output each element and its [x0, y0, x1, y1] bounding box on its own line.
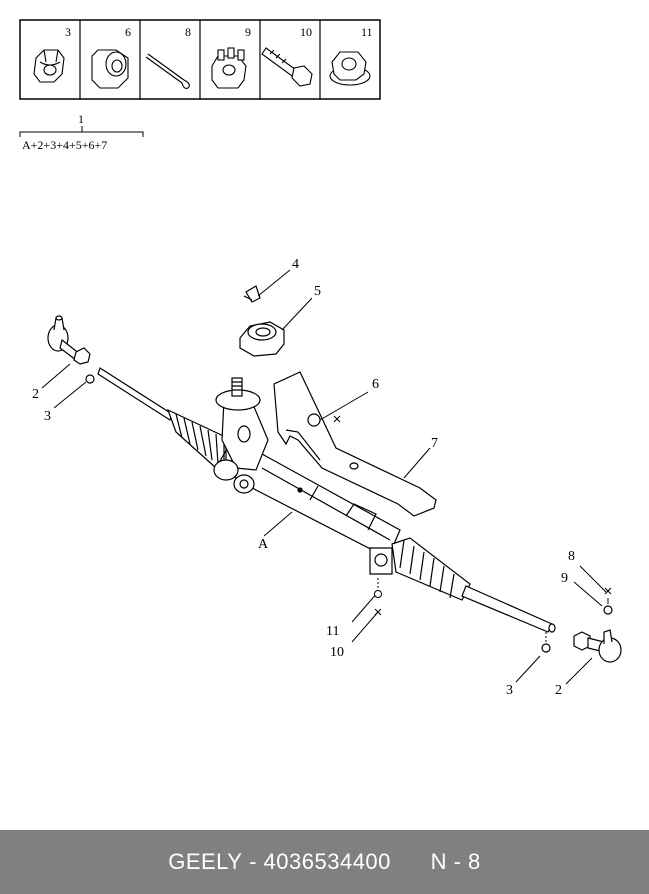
callout-A: A [258, 537, 269, 552]
bracket [273, 371, 437, 517]
assembly-number: 1 [78, 112, 84, 126]
right-slotted-nut-marker [603, 605, 613, 615]
footer-bar: GEELY - 4036534400 N - 8 [0, 830, 649, 894]
kit-number-3: 3 [65, 25, 71, 39]
callout-8: 8 [568, 549, 575, 564]
footer-brand: GEELY [168, 849, 243, 874]
sleeve-icon [91, 49, 129, 89]
right-tie-rod [461, 585, 553, 633]
steering-rack-exploded-diagram: 3 6 8 9 10 11 [19, 19, 622, 698]
callout-4: 4 [292, 257, 299, 272]
footer-part-number: 4036534400 [263, 849, 391, 874]
callout-6: 6 [372, 377, 379, 392]
footer-page-ref: N - 8 [430, 849, 481, 874]
kit-number-6: 6 [125, 25, 131, 39]
callout-5: 5 [314, 284, 321, 299]
mount-cushion [239, 321, 285, 357]
kit-parts-table: 3 6 8 9 10 11 [19, 19, 381, 152]
kit-number-11: 11 [361, 25, 373, 39]
assembly-formula: A+2+3+4+5+6+7 [22, 138, 107, 152]
callout-10: 10 [330, 645, 344, 660]
left-washer [85, 374, 95, 384]
cotter-pin-icon [145, 53, 190, 89]
callout-2-left: 2 [32, 387, 39, 402]
left-tie-rod [97, 367, 173, 421]
fastener-markers [333, 415, 612, 616]
slotted-nut-icon [211, 47, 247, 89]
right-washer [541, 643, 551, 653]
callout-11: 11 [326, 624, 339, 639]
flange-nut-icon [329, 51, 371, 86]
castle-nut-icon [33, 49, 65, 83]
kit-number-9: 9 [245, 25, 251, 39]
right-tie-rod-end [573, 629, 622, 663]
callout-3-left: 3 [44, 409, 51, 424]
footer-separator: - [249, 849, 257, 874]
right-bellows-boot [391, 537, 471, 601]
steering-rack-drawing [47, 285, 622, 663]
kit-number-10: 10 [300, 25, 312, 39]
callout-7: 7 [431, 436, 438, 451]
leader-lines [41, 269, 609, 685]
kit-number-8: 8 [185, 25, 191, 39]
callout-2-right: 2 [555, 683, 562, 698]
retaining-clip [243, 285, 261, 303]
callout-3-right: 3 [506, 683, 513, 698]
callout-labels: 4 5 6 7 2 3 A 8 9 11 10 3 2 [32, 257, 575, 698]
left-mount-bushing [213, 459, 255, 494]
right-mount-bushing [369, 547, 393, 575]
left-tie-rod-end [47, 315, 91, 365]
bolt-icon [261, 47, 313, 87]
pinion-valve-body [215, 377, 269, 471]
callout-9: 9 [561, 571, 568, 586]
